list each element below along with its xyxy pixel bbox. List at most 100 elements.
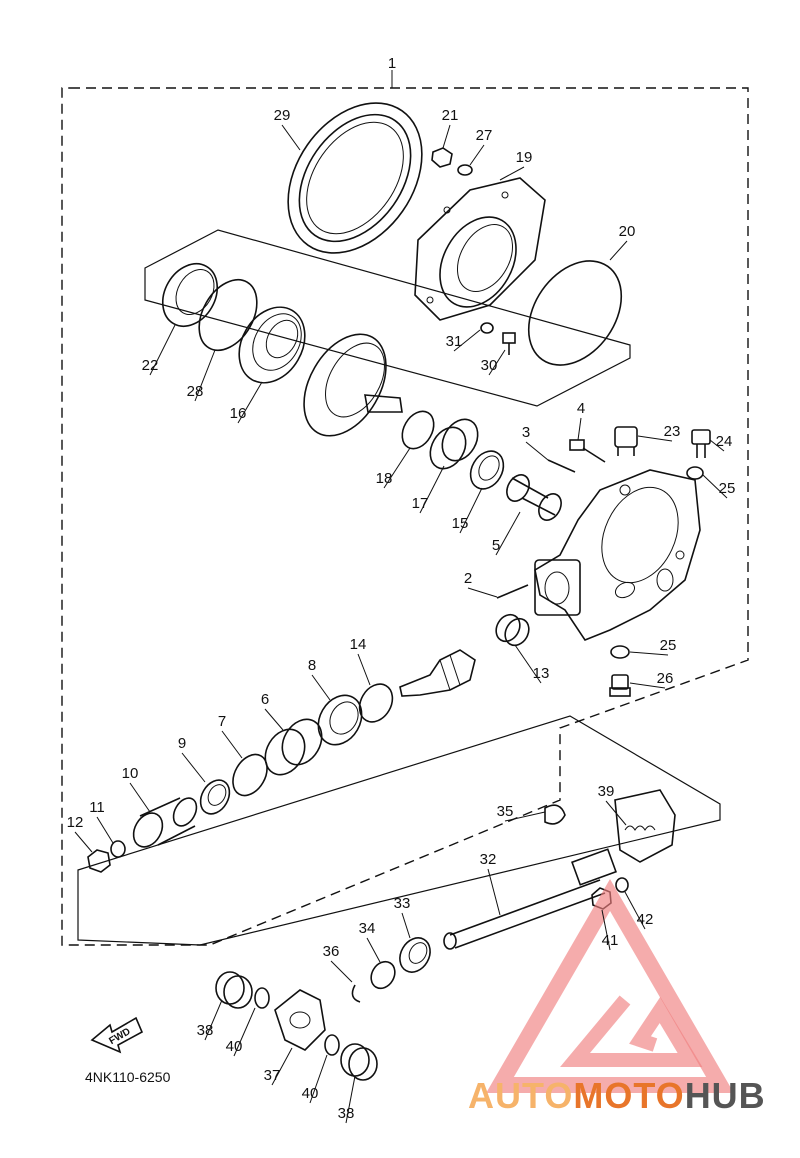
- part-17-bearing: [429, 418, 479, 470]
- part-38-bearing-cap-lower: [340, 1043, 378, 1081]
- part-24-bolt: [691, 429, 711, 458]
- leader-line-8: [311, 674, 331, 701]
- part-2-stud: [496, 584, 529, 599]
- callout-25: 25: [719, 480, 736, 497]
- part-32-drive-shaft: [443, 848, 617, 950]
- callout-32: 32: [480, 851, 497, 868]
- watermark-moto: MOTO: [573, 1075, 684, 1116]
- callout-2: 2: [464, 570, 472, 587]
- callout-40: 40: [302, 1085, 319, 1102]
- leader-line-12: [74, 831, 93, 853]
- leader-line-38: [345, 1075, 356, 1124]
- part-34-washer: [370, 960, 396, 990]
- leader-line-26: [629, 682, 666, 689]
- leader-line-34: [366, 937, 381, 963]
- lower-subassembly-box: [77, 715, 721, 946]
- leader-line-36: [330, 960, 353, 983]
- leader-line-20: [609, 240, 628, 261]
- callout-21: 21: [442, 107, 459, 124]
- callout-29: 29: [274, 107, 291, 124]
- leader-line-15: [459, 487, 483, 534]
- leader-line-7: [221, 730, 243, 759]
- part-14-shim: [358, 683, 394, 723]
- leader-line-25: [702, 474, 728, 499]
- callout-25: 25: [660, 637, 677, 654]
- upper-subassembly-box: [144, 229, 631, 407]
- callout-27: 27: [476, 127, 493, 144]
- callout-38: 38: [338, 1105, 355, 1122]
- callout-6: 6: [261, 691, 269, 708]
- part-22-seal: [161, 263, 219, 327]
- callout-22: 22: [142, 357, 159, 374]
- callout-10: 10: [122, 765, 139, 782]
- automotohub-logo: AUTOMOTOHUB: [468, 879, 766, 1116]
- part-31-washer: [480, 322, 494, 334]
- callout-3: 3: [522, 424, 530, 441]
- callout-40: 40: [226, 1038, 243, 1055]
- leader-line-23: [637, 435, 673, 442]
- part-5-sleeve: [506, 474, 562, 521]
- callout-14: 14: [350, 636, 367, 653]
- part-37-universal-joint: [274, 989, 326, 1051]
- leader-line-37: [271, 1047, 293, 1086]
- part-27-washer: [457, 164, 473, 176]
- leader-line-13: [514, 644, 542, 684]
- callout-19: 19: [516, 149, 533, 166]
- part-12-nut: [87, 849, 111, 873]
- leader-line-9: [181, 752, 206, 783]
- forward-arrow-icon: FWD: [90, 1016, 144, 1054]
- part-7-o-ring: [232, 753, 268, 797]
- leader-line-29: [281, 124, 301, 151]
- leader-line-35: [504, 811, 546, 822]
- part-26-drain-plug: [609, 674, 631, 697]
- callout-35: 35: [497, 803, 514, 820]
- ring-gear: [303, 333, 403, 437]
- callout-37: 37: [264, 1067, 281, 1084]
- callout-11: 11: [89, 799, 105, 816]
- leader-line-38: [204, 999, 223, 1041]
- leader-line-17: [419, 465, 445, 514]
- leader-line-21: [442, 124, 451, 149]
- leader-line-24: [709, 439, 725, 452]
- callout-34: 34: [359, 920, 376, 937]
- leader-line-6: [264, 708, 284, 731]
- leader-line-40: [309, 1054, 328, 1104]
- part-10-coupling: [132, 797, 198, 848]
- part-38-bearing-cap-upper: [215, 971, 253, 1009]
- leader-line-2: [467, 587, 498, 598]
- part-30-bolt: [502, 332, 516, 355]
- callout-30: 30: [481, 357, 498, 374]
- leader-line-4: [577, 417, 582, 441]
- callout-16: 16: [230, 405, 247, 422]
- part-21-nut: [431, 147, 453, 168]
- part-29-ring: [287, 102, 423, 254]
- part-35-clip: [544, 804, 566, 825]
- callout-24: 24: [716, 433, 733, 450]
- callout-1: 1: [388, 55, 396, 72]
- leader-line-31: [453, 329, 481, 352]
- callout-33: 33: [394, 895, 411, 912]
- leader-line-11: [96, 816, 114, 844]
- part-18-shim: [401, 410, 435, 450]
- watermark-hub: HUB: [685, 1075, 766, 1116]
- part-3-stud: [547, 459, 576, 473]
- part-16-bearing: [238, 306, 306, 384]
- leader-line-18: [383, 447, 411, 489]
- callout-17: 17: [412, 495, 429, 512]
- callout-8: 8: [308, 657, 316, 674]
- part-19-flange: [414, 177, 546, 321]
- part-9-seal: [199, 779, 231, 815]
- leader-line-42: [624, 891, 646, 930]
- part-11-washer: [110, 840, 126, 858]
- callout-41: 41: [602, 932, 619, 949]
- leader-line-3: [525, 441, 549, 461]
- drawing-code: 4NK110-6250: [85, 1069, 171, 1085]
- watermark-auto: AUTO: [468, 1075, 573, 1116]
- part-40-clip-upper: [254, 987, 270, 1009]
- callout-18: 18: [376, 470, 393, 487]
- callout-4: 4: [577, 400, 585, 417]
- svg-text:AUTOMOTOHUB: AUTOMOTOHUB: [468, 1075, 766, 1116]
- callout-28: 28: [187, 383, 204, 400]
- part-36-clip: [351, 984, 361, 1003]
- callout-39: 39: [598, 783, 615, 800]
